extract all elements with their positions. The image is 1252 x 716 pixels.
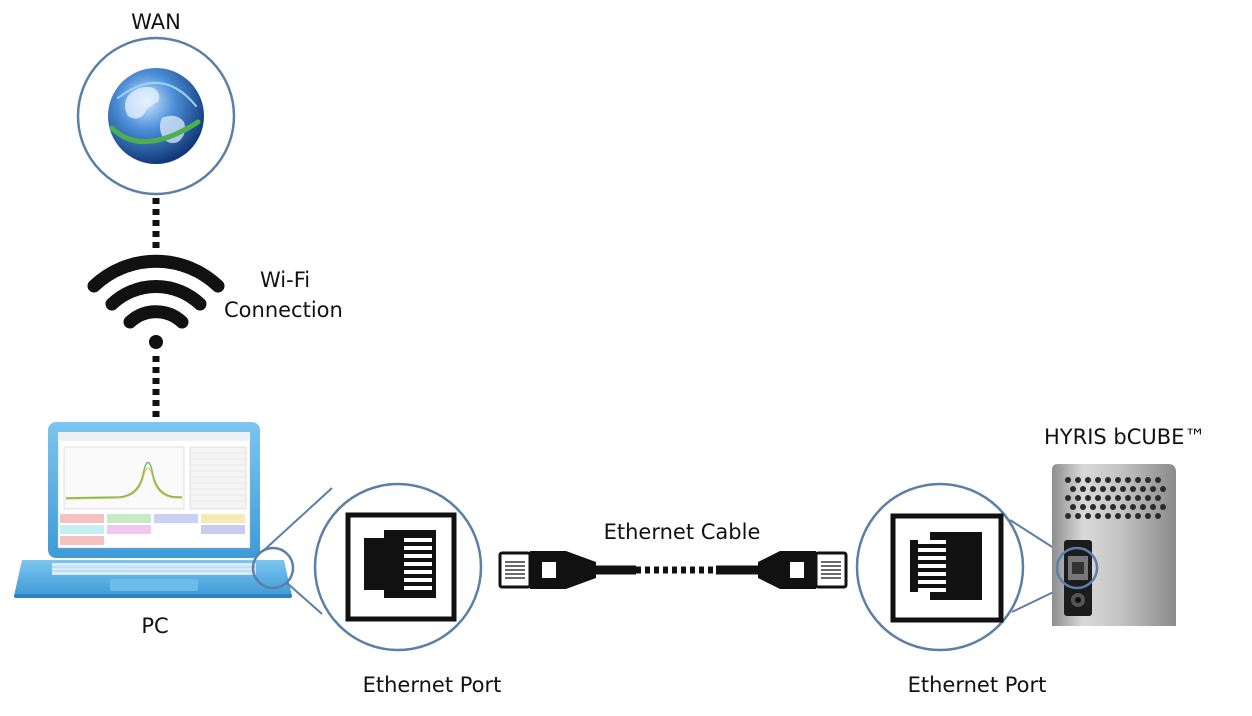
globe-icon (108, 68, 204, 164)
wifi-label-line1: Wi-Fi (260, 268, 311, 292)
device-port-highlight (1055, 546, 1099, 590)
hyris-bcube-device (1052, 464, 1176, 626)
ethernet-port-right (855, 482, 1025, 652)
cable-label: Ethernet Cable (603, 520, 761, 544)
pc-label: PC (141, 614, 169, 638)
ethernet-port-icon (345, 512, 457, 622)
wan-node (76, 36, 236, 196)
rj45-plug-icon (758, 551, 848, 589)
ethernet-port-left (313, 482, 483, 652)
device-vent-grid (1065, 477, 1166, 519)
ethernet-cable (498, 551, 848, 589)
wan-label: WAN (131, 10, 181, 34)
ethernet-port-icon (890, 513, 1004, 623)
port-left-label: Ethernet Port (362, 673, 502, 697)
rj45-plug-icon (498, 551, 596, 589)
wifi-label-line2: Connection (224, 298, 343, 322)
device-label: HYRIS bCUBE™ (1044, 425, 1206, 449)
wifi-icon (87, 254, 225, 349)
port-right-label: Ethernet Port (907, 673, 1047, 697)
laptop-port-highlight (251, 546, 295, 590)
laptop-icon (14, 422, 292, 598)
